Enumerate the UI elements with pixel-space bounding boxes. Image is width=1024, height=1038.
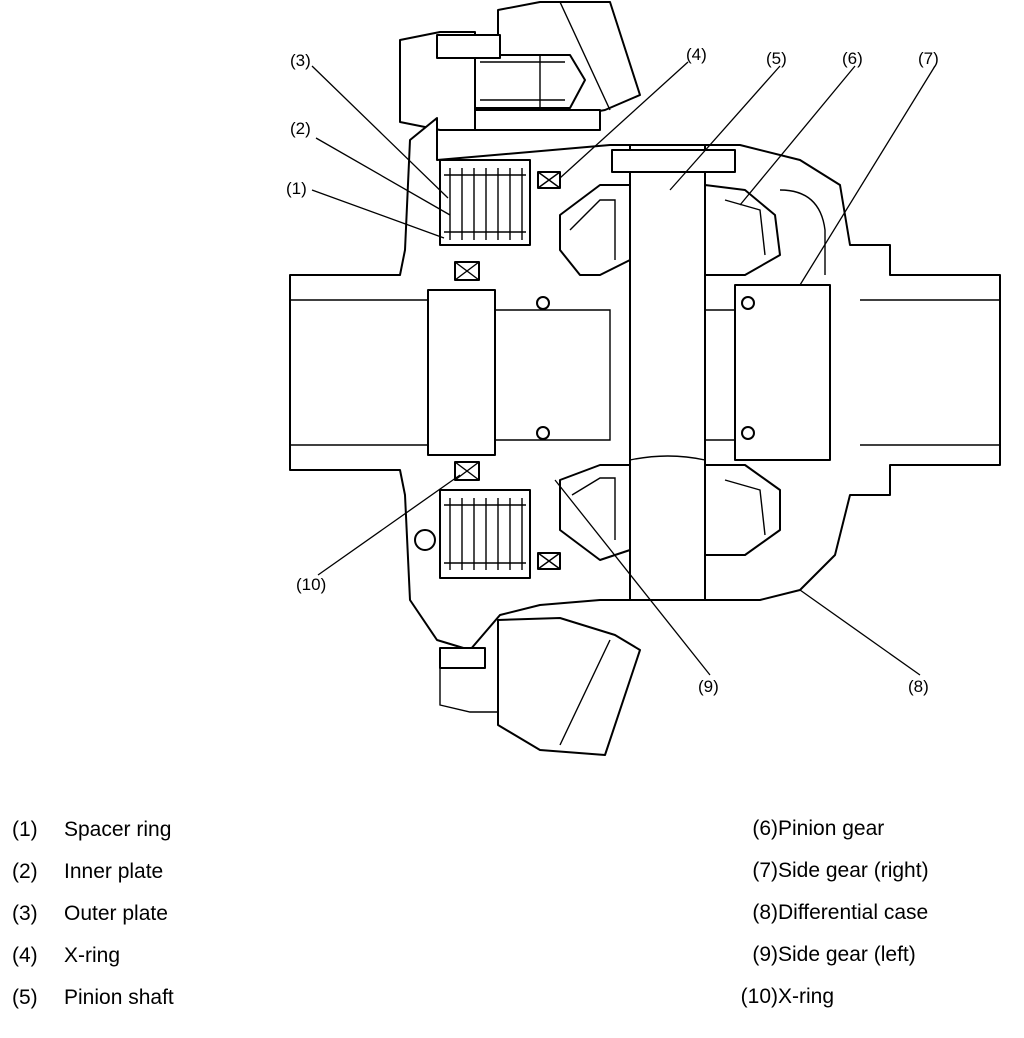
legend-item: (5) Pinion shaft [12,977,174,1019]
legend-item: (6) Pinion gear [708,808,929,850]
legend-number: (3) [12,902,38,925]
legend-item: (3) Outer plate [12,893,174,935]
legend-number: (10) [740,985,778,1008]
clutch-pack-lower [439,489,531,579]
legend-part-name: Pinion shaft [64,986,174,1009]
ring-gear-bottom [439,617,641,756]
legend-part-name: Side gear (left) [778,943,916,966]
legend-left-column: (1) Spacer ring (2) Inner plate (3) Oute… [12,809,174,1019]
legend-item: (10) X-ring [708,976,929,1018]
legend-number: (1) [12,818,38,841]
legend-part-name: X-ring [64,944,121,967]
x-rings [414,171,561,570]
callout-6: (6) [842,49,863,68]
legend-number: (9) [752,943,778,966]
legend-part-name: Outer plate [64,902,168,925]
legend-number: (4) [12,944,38,967]
callout-9: (9) [698,677,719,696]
callout-1: (1) [286,179,307,198]
leader-lines [311,61,936,676]
callout-5: (5) [766,49,787,68]
legend-item: (8) Differential case [708,892,929,934]
clutch-pack-upper [439,159,531,246]
legend-item: (7) Side gear (right) [708,850,929,892]
legend-number: (5) [12,986,38,1009]
legend-part-name: Differential case [778,901,929,924]
callout-7: (7) [918,49,939,68]
legend-number: (6) [752,817,778,840]
callout-8: (8) [908,677,929,696]
legend-item: (4) X-ring [12,935,174,977]
pinion-shaft [611,144,736,601]
legend-part-name: Pinion gear [778,817,885,840]
legend-item: (1) Spacer ring [12,809,174,851]
callout-4: (4) [686,45,707,64]
callout-3: (3) [290,51,311,70]
callout-2: (2) [290,119,311,138]
callout-10: (10) [296,575,326,594]
legend-part-name: X-ring [778,985,835,1008]
legend-number: (7) [752,859,778,882]
bolt [399,31,586,131]
differential-cross-section-diagram: (3) (2) (1) (4) (5) (6) (7) (10) (9) (8) [286,1,1001,756]
legend-number: (8) [752,901,778,924]
callout-labels: (3) (2) (1) (4) (5) (6) (7) (10) (9) (8) [286,45,939,696]
legend-part-name: Inner plate [64,860,164,883]
legend-part-name: Spacer ring [64,818,172,841]
left-axle-bore [427,289,611,456]
pinion-gears [559,184,781,561]
legend-item: (9) Side gear (left) [708,934,929,976]
legend-item: (2) Inner plate [12,851,174,893]
detent-balls [536,296,755,440]
legend-number: (2) [12,860,38,883]
legend-right-column: (6) Pinion gear (7) Side gear (right) (8… [708,808,929,1018]
legend-part-name: Side gear (right) [778,859,929,882]
